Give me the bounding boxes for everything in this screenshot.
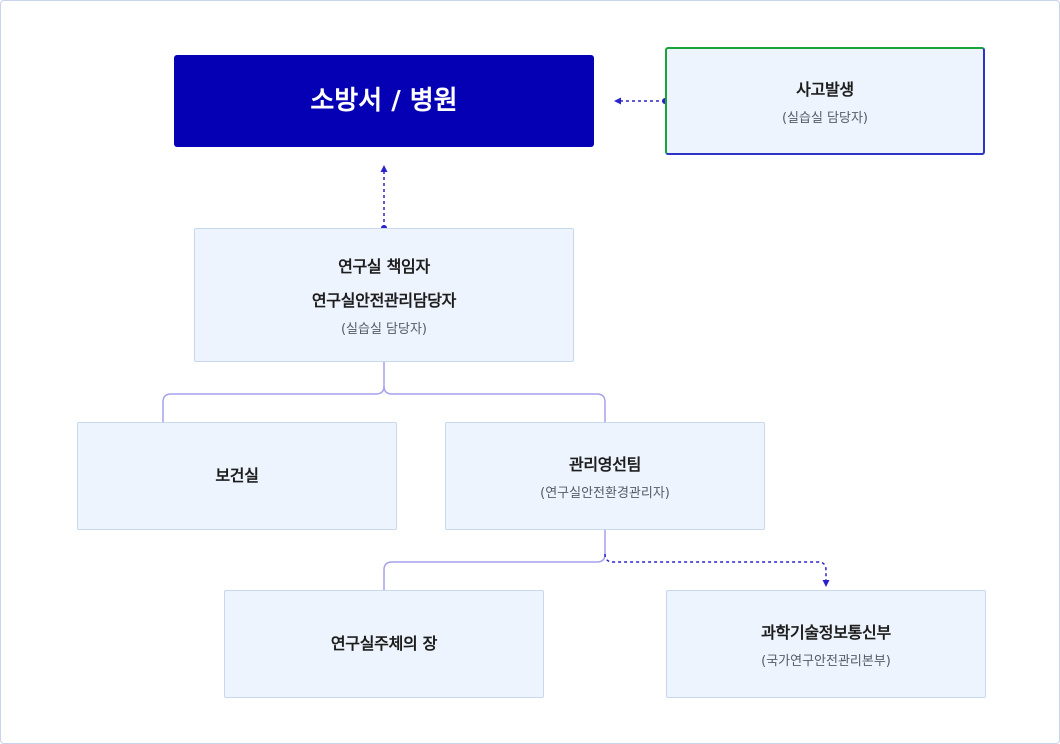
ministry-title: 과학기술정보통신부 <box>761 623 891 642</box>
labhead-to-fire-connector <box>380 165 388 231</box>
lab-head-node: 연구실 책임자 연구실안전관리담당자 (실습실 담당자) <box>194 228 574 362</box>
health-room-node: 보건실 <box>77 422 397 530</box>
facility-ops-subtitle: (연구실안전환경관리자) <box>540 486 670 501</box>
facility-ops-title: 관리영선팀 <box>568 455 642 474</box>
accident-title: 사고발생 <box>796 80 854 99</box>
lab-safety-manager-title: 연구실안전관리담당자 <box>311 291 457 310</box>
ministry-subtitle: (국가연구안전관리본부) <box>761 654 891 669</box>
ops-to-labowner-connector <box>383 530 606 590</box>
lab-owner-title: 연구실주체의 장 <box>330 634 438 653</box>
lab-head-title: 연구실 책임자 <box>338 257 430 276</box>
fire-hospital-node: 소방서 / 병원 <box>174 55 594 147</box>
accident-to-fire-connector <box>614 97 668 105</box>
lab-owner-node: 연구실주체의 장 <box>224 590 544 698</box>
accident-node: 사고발생 (실습실 담당자) <box>665 47 985 155</box>
facility-ops-node: 관리영선팀 (연구실안전환경관리자) <box>445 422 765 530</box>
lab-head-subtitle: (실습실 담당자) <box>340 322 428 337</box>
fire-hospital-title: 소방서 / 병원 <box>310 86 458 116</box>
ops-to-ministry-connector <box>604 553 830 587</box>
health-room-title: 보건실 <box>215 466 259 485</box>
accident-subtitle: (실습실 담당자) <box>781 111 869 126</box>
labhead-branch-connector <box>162 362 606 422</box>
ministry-node: 과학기술정보통신부 (국가연구안전관리본부) <box>666 590 986 698</box>
